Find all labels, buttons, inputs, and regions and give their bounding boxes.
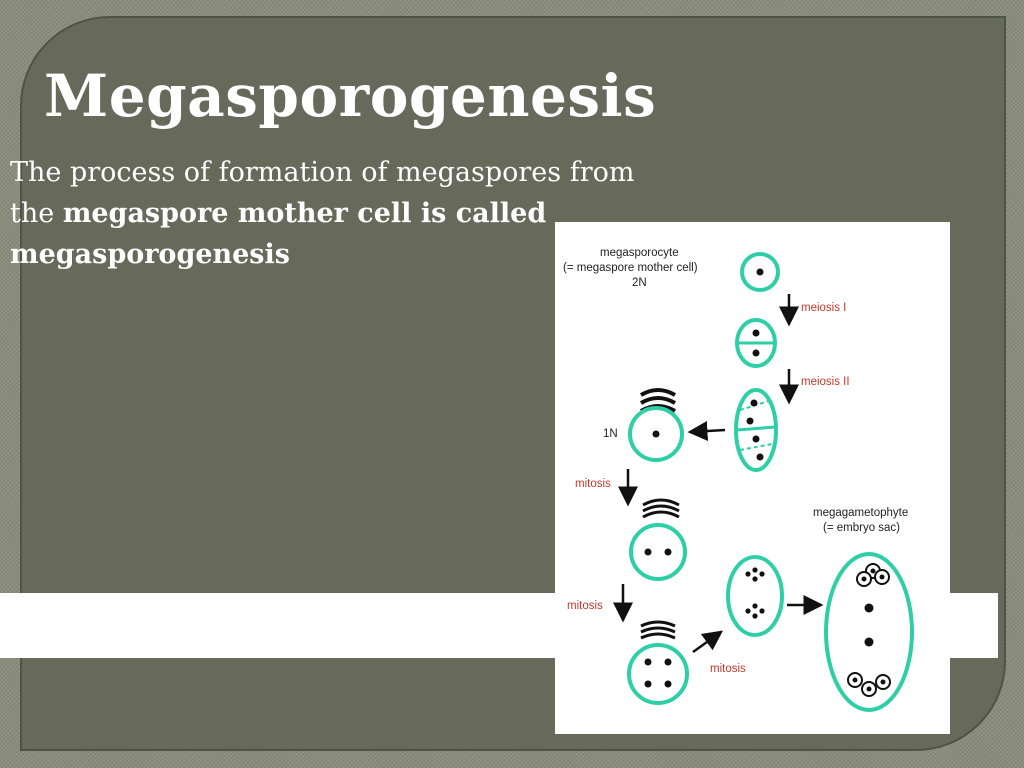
label-megagametophyte: megagametophyte <box>813 507 908 519</box>
label-1n: 1N <box>603 428 618 440</box>
label-mitosis-2: mitosis <box>567 600 603 612</box>
label-2n: 2N <box>632 277 647 289</box>
label-meiosis-1: meiosis I <box>801 302 846 314</box>
label-mother-cell: (= megaspore mother cell) <box>563 262 698 274</box>
label-mitosis-3: mitosis <box>710 663 746 675</box>
cell-megasporocyte <box>740 252 780 292</box>
arrow-mitosis-3 <box>692 630 724 654</box>
body-text-bold: megaspore mother cell is called megaspor… <box>10 198 547 270</box>
diagram-svg: megasporocyte (= megaspore mother cell) … <box>563 247 914 712</box>
label-meiosis-2: meiosis II <box>801 376 850 388</box>
megasporogenesis-diagram: megasporocyte (= megaspore mother cell) … <box>555 222 950 734</box>
cell-functional-megaspore <box>628 388 684 462</box>
slide-body-text: The process of formation of megaspores f… <box>10 152 650 275</box>
cell-eight-nucleate <box>726 555 784 637</box>
cell-dyad <box>735 318 777 368</box>
cell-two-nucleate <box>629 498 687 581</box>
label-mitosis-1: mitosis <box>575 478 611 490</box>
cell-four-nucleate <box>627 620 689 705</box>
arrow-to-functional-megaspore <box>687 421 726 441</box>
cell-embryo-sac <box>824 552 914 712</box>
label-megasporocyte: megasporocyte <box>600 247 679 259</box>
slide-title: Megasporogenesis <box>44 62 657 130</box>
body-text-intro: The process of formation of megaspores f… <box>10 157 635 229</box>
cell-tetrad <box>734 388 778 472</box>
label-embryo-sac: (= embryo sac) <box>823 522 900 534</box>
